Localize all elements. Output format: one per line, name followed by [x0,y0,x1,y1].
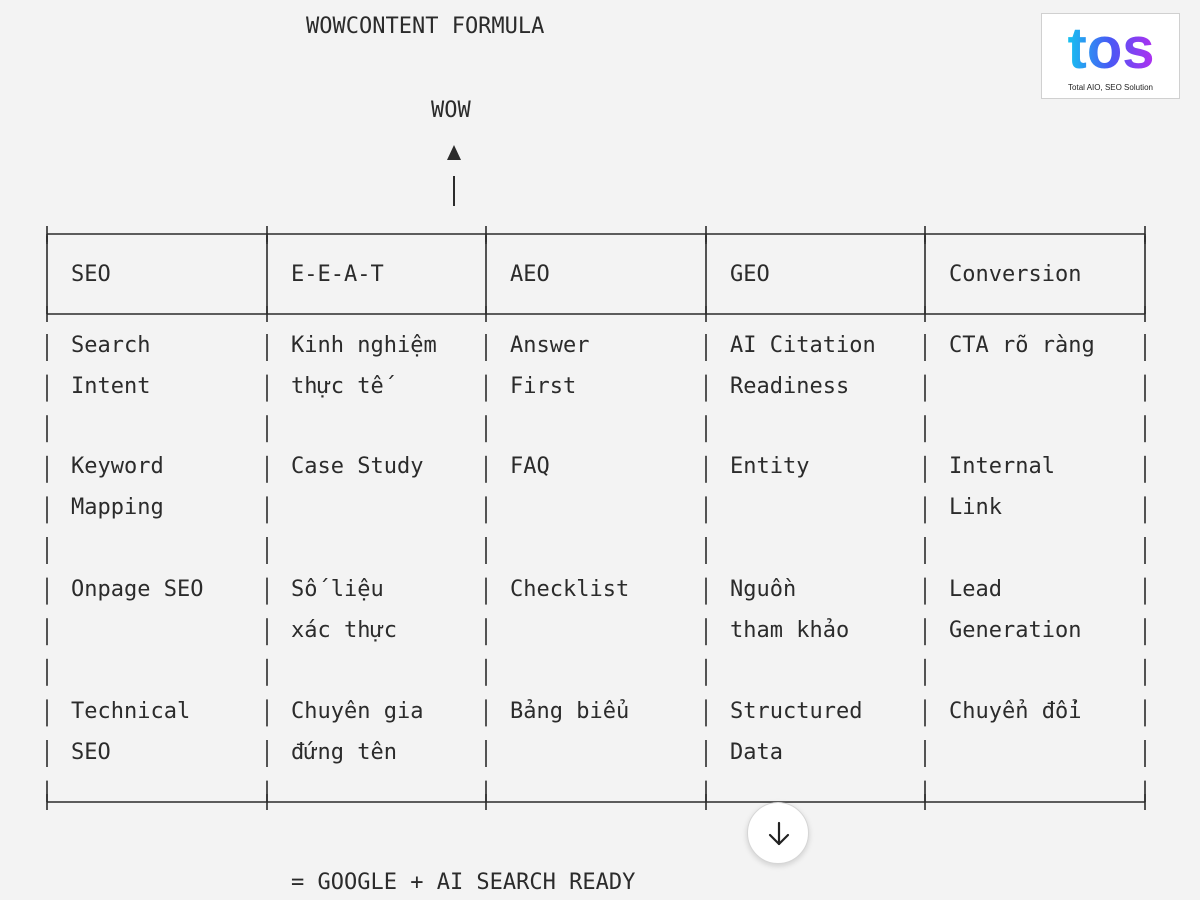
logo-tagline: Total AIO, SEO Solution [1068,83,1153,92]
table-cell: Chuyển đổi [949,699,1082,724]
table-cell: Bảng biểu [510,699,630,724]
table-cell: Generation [949,618,1082,643]
table-cell: Entity [730,454,810,479]
table-cell: SEO [71,740,111,765]
table-cell: Mapping [71,495,164,520]
table-header-cell: GEO [730,262,770,287]
table-cell: Readiness [730,374,850,399]
page-title: WOWCONTENT FORMULA [306,14,545,39]
table-header-cell: SEO [71,262,111,287]
table-cell: Checklist [510,577,630,602]
table-cell: FAQ [510,454,550,479]
arrow-down-icon [768,821,790,846]
table-cell: CTA rõ ràng [949,333,1095,358]
wow-label: WOW [431,98,471,123]
table-cell: First [510,374,577,399]
table-cell: Số liệu [291,577,384,602]
table-cell: Chuyên gia [291,699,424,724]
table-cell: Nguồn [730,577,797,602]
up-arrow-icon [447,145,461,206]
table-cell: Internal [949,454,1055,479]
logo-mark: tos [1068,18,1155,78]
table-cell: thực tế [291,374,384,399]
table-cell: Link [949,495,1002,520]
table-cell: Kinh nghiệm [291,333,437,358]
table-cell: Case Study [291,454,424,479]
table-cell: Lead [949,577,1002,602]
table-cell: Intent [71,374,151,399]
table-cell: tham khảo [730,618,850,643]
logo-wordmark: tos [1068,18,1155,78]
table-header-cell: E-E-A-T [291,262,384,287]
table-cell: đứng tên [291,740,397,765]
table-cell: Technical [71,699,191,724]
table-cell: Data [730,740,783,765]
table-header-cell: Conversion [949,262,1082,287]
scroll-down-button[interactable] [747,802,809,864]
table-cell: Answer [510,333,590,358]
brand-logo: tos Total AIO, SEO Solution [1041,13,1180,99]
table-cell: xác thực [291,618,397,643]
table-cell: Search [71,333,151,358]
table-cell: Keyword [71,454,164,479]
footer-formula: = GOOGLE + AI SEARCH READY [291,870,636,895]
table-cell: Onpage SEO [71,577,204,602]
table-header-cell: AEO [510,262,550,287]
table-cell: AI Citation [730,333,876,358]
table-cell: Structured [730,699,863,724]
